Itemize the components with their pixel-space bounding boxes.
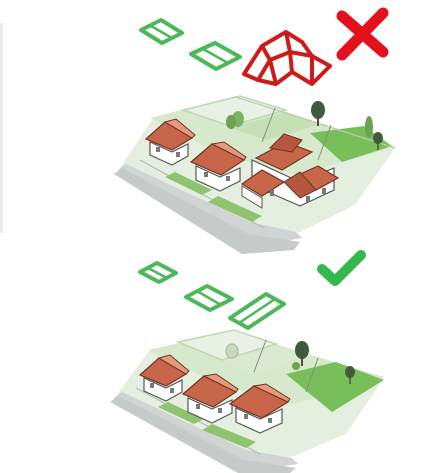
top-panel (114, 13, 395, 254)
footprint-outline-2 (191, 43, 240, 69)
elongated-outline (230, 294, 284, 328)
footprint-outline-1 (141, 20, 182, 43)
bottom-panel (110, 255, 384, 473)
large-roof-outline (244, 32, 330, 84)
footprint-outline-3 (140, 263, 176, 282)
footprint-outline-4 (186, 286, 232, 310)
check-icon (322, 255, 361, 281)
cross-icon (342, 13, 383, 55)
